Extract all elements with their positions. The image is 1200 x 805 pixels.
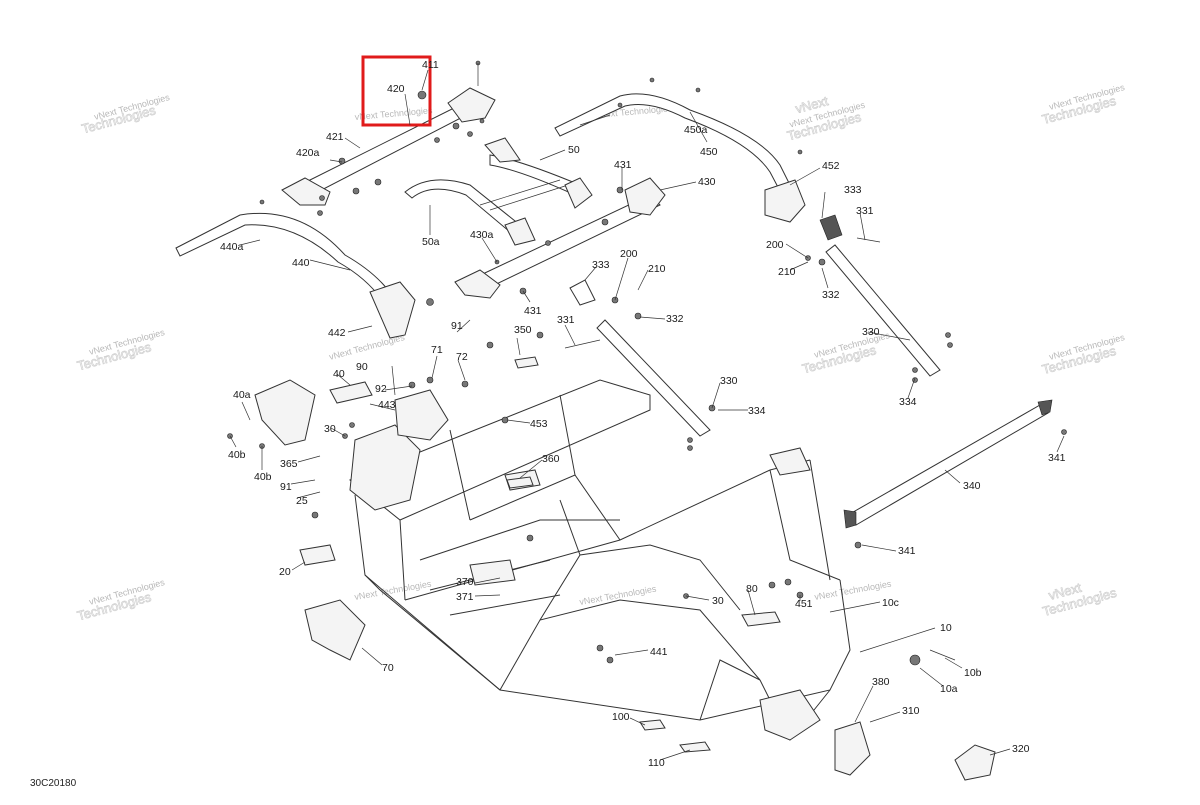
part-label-70: 70 [382,662,394,674]
part-label-10c: 10c [882,597,899,609]
part-label-431-top: 431 [614,159,632,171]
part-label-20: 20 [279,566,291,578]
part-label-330-left: 330 [720,375,738,387]
part-label-91-bottom: 91 [280,481,292,493]
front-roof-crossbar-420 [281,60,496,216]
part-label-72: 72 [456,351,468,363]
right-support-bars-330 [564,214,953,451]
part-label-332-right: 332 [822,289,840,301]
part-label-92: 92 [375,383,387,395]
part-label-340: 340 [963,480,981,492]
part-label-331-right: 331 [856,205,874,217]
rear-support-50 [404,137,593,246]
part-label-334-left: 334 [748,405,766,417]
part-label-40b-left: 40b [228,449,246,461]
part-label-440a: 440a [220,241,244,253]
part-label-10: 10 [940,622,952,634]
mounting-plates [506,356,781,753]
part-label-330-right: 330 [862,326,880,338]
part-label-110: 110 [648,757,665,769]
part-label-430: 430 [698,176,716,188]
part-label-320: 320 [1012,743,1030,755]
front-brackets [227,376,996,781]
part-label-380: 380 [872,676,890,688]
side-bar-340 [843,399,1067,549]
part-label-30-left: 30 [324,423,336,435]
part-labels: 411 420 421 420a 440a 440 442 450a 450 4… [220,59,1066,769]
part-label-430a: 430a [470,229,494,241]
part-label-10b: 10b [964,667,982,679]
part-label-365: 365 [280,458,298,470]
part-label-442: 442 [328,327,346,339]
left-cage-tube-440 [175,199,434,339]
watermark-text: vNext Technologies [814,579,893,602]
part-label-30-right: 30 [712,595,724,607]
part-label-370: 370 [456,576,474,588]
part-label-40a: 40a [233,389,251,401]
leader-lines [229,69,1065,761]
part-label-40: 40 [333,368,345,380]
part-label-91-top: 91 [451,320,463,332]
part-label-334-right: 334 [899,396,917,408]
part-label-441: 441 [650,646,668,658]
part-label-411: 411 [422,59,439,71]
part-label-421: 421 [326,131,344,143]
part-label-210-right: 210 [778,266,796,278]
part-label-50: 50 [568,144,580,156]
part-label-452: 452 [822,160,840,172]
part-label-420: 420 [387,83,405,95]
watermark-text: vNext Technologies [354,105,433,122]
part-label-440: 440 [292,257,310,269]
mid-crossbar-430 [454,177,666,299]
part-label-451: 451 [795,598,813,610]
part-label-332-left: 332 [666,313,684,325]
part-label-350: 350 [514,324,532,336]
part-label-341-bottom: 341 [898,545,916,557]
diagram-reference-code: 30C20180 [30,778,77,789]
part-label-453: 453 [530,418,548,430]
part-label-450a: 450a [684,124,708,136]
part-label-360: 360 [542,453,560,465]
part-label-333-left: 333 [592,259,610,271]
part-label-10a: 10a [940,683,958,695]
part-label-200-right: 200 [766,239,784,251]
rear-roof-tube-450 [554,77,806,223]
part-label-80: 80 [746,583,758,595]
part-label-443: 443 [378,399,396,411]
highlight-box-420 [361,55,432,127]
part-label-450: 450 [700,146,718,158]
part-label-331-left: 331 [557,314,575,326]
part-label-90: 90 [356,361,368,373]
part-label-371: 371 [456,591,474,603]
part-label-333-right: 333 [844,184,862,196]
part-label-71: 71 [431,344,443,356]
watermark-group: vNext Technologies Technologies vNext vN… [75,82,1126,624]
part-label-100: 100 [612,711,630,723]
part-label-210-left: 210 [648,263,666,275]
part-label-40b-right: 40b [254,471,272,483]
part-label-341-top: 341 [1048,452,1066,464]
part-label-50a: 50a [422,236,440,248]
part-label-200-left: 200 [620,248,638,260]
part-label-431-bottom: 431 [524,305,542,317]
part-label-420a: 420a [296,147,320,159]
part-label-25: 25 [296,495,308,507]
part-label-310: 310 [902,705,920,717]
